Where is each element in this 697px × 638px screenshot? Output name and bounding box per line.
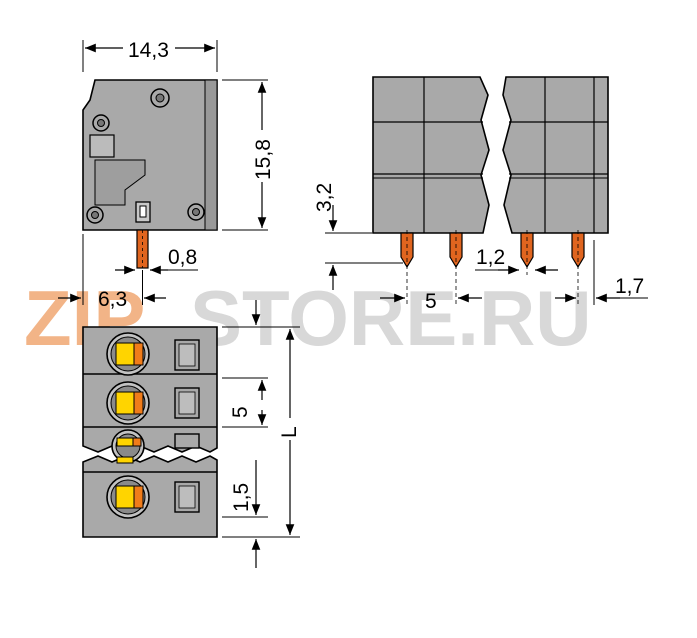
dim-pitch-front: 5 bbox=[425, 290, 437, 313]
dim-pitch-top: 5 bbox=[229, 406, 252, 418]
push-button-3 bbox=[111, 429, 145, 464]
watermark: ZIP STORE.RU bbox=[24, 274, 592, 362]
dim-pin-length: 3,2 bbox=[313, 183, 336, 212]
side-view-hole-top-core bbox=[155, 93, 165, 103]
top-view: 5 1,5 L bbox=[82, 300, 301, 568]
push-button-1 bbox=[106, 332, 150, 376]
front-view-pin-4 bbox=[571, 232, 585, 269]
side-view-recess bbox=[94, 159, 146, 206]
push-button-4 bbox=[106, 475, 150, 519]
side-view-slot bbox=[89, 134, 115, 158]
dim-pin-offset: 6,3 bbox=[98, 288, 127, 311]
side-view-hole-left-core bbox=[97, 119, 105, 127]
front-view-pin-3 bbox=[520, 232, 534, 269]
front-view-pin-2 bbox=[449, 232, 463, 269]
dim-total-length: L bbox=[278, 426, 301, 438]
dim-height-side: 15,8 bbox=[252, 139, 275, 180]
dim-pin-thickness: 1,2 bbox=[476, 246, 505, 269]
dim-edge-offset: 1,7 bbox=[615, 275, 644, 298]
side-view-pin-slot-inner bbox=[139, 205, 147, 218]
front-view-pin-1 bbox=[400, 232, 414, 269]
side-view-hole-br-core bbox=[192, 208, 200, 216]
front-view: 3,2 5 1,2 1,7 bbox=[313, 76, 648, 313]
dim-end-offset: 1,5 bbox=[230, 483, 253, 512]
dim-pin-width: 0,8 bbox=[168, 246, 197, 269]
wire-entry-1-inner bbox=[178, 343, 196, 367]
side-view: 14,3 15,8 0,8 6,3 bbox=[58, 39, 275, 311]
wire-entry-4-inner bbox=[178, 485, 196, 509]
dim-width-side: 14,3 bbox=[128, 39, 169, 62]
front-view-right-block bbox=[502, 76, 609, 234]
side-view-hole-bl-core bbox=[91, 211, 99, 219]
front-view-left-block bbox=[372, 76, 490, 234]
top-view-lower-block bbox=[82, 455, 218, 538]
watermark-store: STORE.RU bbox=[190, 274, 592, 362]
side-view-edge bbox=[204, 79, 218, 231]
wire-entry-2-inner bbox=[178, 391, 196, 415]
wire-entry-3 bbox=[174, 433, 200, 449]
push-button-2 bbox=[106, 381, 150, 425]
